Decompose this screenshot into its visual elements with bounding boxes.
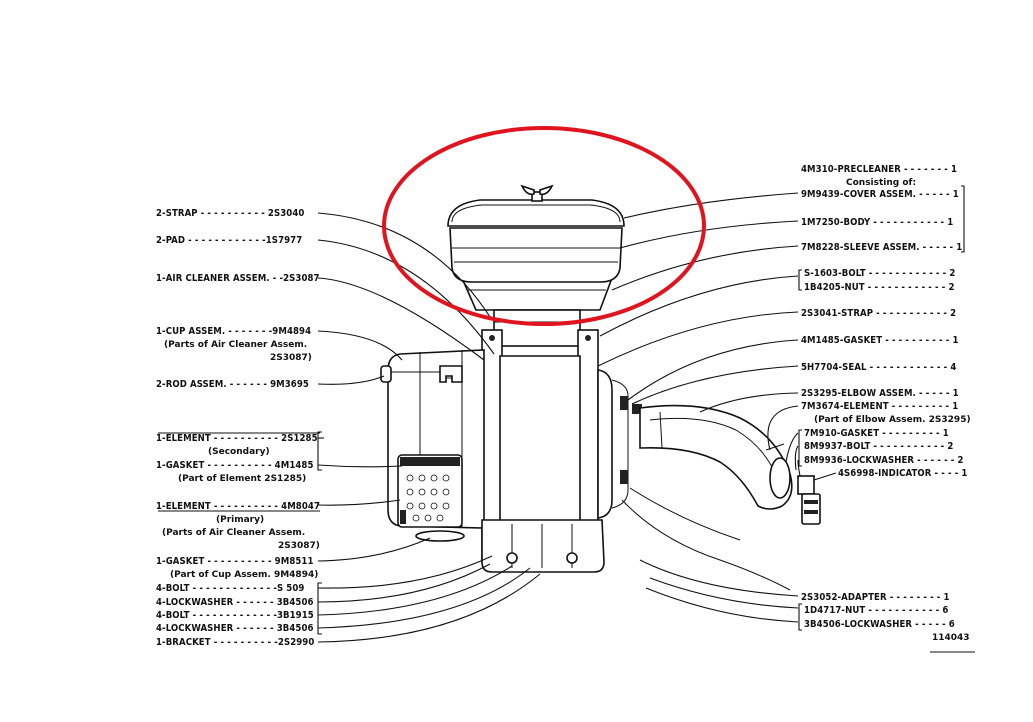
label-consisting-of: Consisting of:	[846, 178, 916, 188]
label-element-r: 7M3674-ELEMENT - - - - - - - - - 1	[801, 401, 958, 412]
label-cup-assem: 1-CUP ASSEM. - - - - - - -9M4894	[156, 326, 311, 337]
label-element-r-note: (Part of Elbow Assem. 2S3295)	[814, 415, 971, 425]
air-cleaner-drawing	[380, 184, 821, 591]
label-gasket-1-note: (Part of Element 2S1285)	[178, 474, 306, 484]
label-nut-r2: 1D4717-NUT - - - - - - - - - - - 6	[804, 605, 948, 616]
label-gasket-r2: 7M910-GASKET - - - - - - - - - 1	[804, 428, 949, 439]
indicator	[797, 475, 821, 525]
elbow-assembly	[639, 404, 793, 510]
label-element-primary-note-2: (Parts of Air Cleaner Assem.	[162, 528, 305, 538]
labels-left: 2-STRAP - - - - - - - - - - 2S3040 2-PAD…	[156, 208, 320, 648]
label-lockwasher-r: 8M9936-LOCKWASHER - - - - - - 2	[804, 455, 964, 466]
label-elbow-assem: 2S3295-ELBOW ASSEM. - - - - - 1	[801, 388, 959, 399]
label-element-primary: 1-ELEMENT - - - - - - - - - - 4M8047	[156, 501, 320, 512]
label-bolt-r: S-1603-BOLT - - - - - - - - - - - - 2	[804, 268, 955, 279]
label-air-cleaner: 1-AIR CLEANER ASSEM. - -2S3087	[156, 273, 320, 284]
label-bracket: 1-BRACKET - - - - - - - - - -2S2990	[156, 637, 314, 648]
label-sleeve-assem: 7M8228-SLEEVE ASSEM. - - - - - 1	[801, 242, 962, 253]
label-gasket-2: 1-GASKET - - - - - - - - - - 9M8511	[156, 556, 314, 567]
label-bolt-r2: 8M9937-BOLT - - - - - - - - - - - 2	[804, 441, 953, 452]
label-indicator: 4S6998-INDICATOR - - - - 1	[838, 468, 967, 479]
precleaner-highlight-circle	[382, 126, 706, 326]
label-element-secondary-note: (Secondary)	[208, 447, 270, 457]
label-gasket-r: 4M1485-GASKET - - - - - - - - - - 1	[801, 335, 959, 346]
label-element-primary-note-3: 2S3087)	[278, 541, 320, 551]
figure-number: 114043	[932, 633, 970, 643]
label-gasket-1: 1-GASKET - - - - - - - - - - 4M1485	[156, 460, 314, 471]
precleaner-body	[449, 227, 623, 283]
label-element-secondary: 1-ELEMENT - - - - - - - - - - 2S1285	[156, 433, 318, 444]
label-strap: 2-STRAP - - - - - - - - - - 2S3040	[156, 208, 304, 219]
label-cover-assem: 9M9439-COVER ASSEM. - - - - - 1	[801, 189, 959, 200]
leader-lines	[158, 185, 975, 653]
element-primary	[397, 454, 463, 528]
label-bolt-2: 4-BOLT - - - - - - - - - - - - -3B1915	[156, 610, 314, 621]
label-rod-assem: 2-ROD ASSEM. - - - - - - 9M3695	[156, 379, 309, 390]
wing-nut	[520, 184, 554, 202]
label-lockwasher-2: 4-LOCKWASHER - - - - - - 3B4506	[156, 623, 314, 634]
label-adapter: 2S3052-ADAPTER - - - - - - - - 1	[801, 592, 950, 603]
label-nut-r: 1B4205-NUT - - - - - - - - - - - - 2	[804, 282, 955, 293]
label-cup-note-2: 2S3087)	[270, 353, 312, 363]
label-pad: 2-PAD - - - - - - - - - - - -1S7977	[156, 235, 302, 246]
label-lockwasher-1: 4-LOCKWASHER - - - - - - 3B4506	[156, 597, 314, 608]
label-body: 1M7250-BODY - - - - - - - - - - - 1	[801, 217, 953, 228]
labels-right: 4M310-PRECLEANER - - - - - - - 1 Consist…	[801, 164, 971, 643]
label-element-primary-note-1: (Primary)	[216, 515, 264, 525]
label-precleaner: 4M310-PRECLEANER - - - - - - - 1	[801, 164, 957, 175]
precleaner-cover	[447, 199, 625, 227]
rod-assembly	[380, 365, 463, 383]
label-bolt-1: 4-BOLT - - - - - - - - - - - - -S 509	[156, 583, 304, 594]
air-cleaner-body	[499, 355, 581, 523]
label-lockwasher-r2: 3B4506-LOCKWASHER - - - - - 6	[804, 619, 955, 630]
label-seal-r: 5H7704-SEAL - - - - - - - - - - - - 4	[801, 362, 956, 373]
label-strap-r: 2S3041-STRAP - - - - - - - - - - - 2	[801, 308, 956, 319]
label-cup-note-1: (Parts of Air Cleaner Assem.	[164, 340, 307, 350]
bracket	[481, 519, 605, 573]
label-gasket-2-note: (Part of Cup Assem. 9M4894)	[170, 570, 318, 580]
